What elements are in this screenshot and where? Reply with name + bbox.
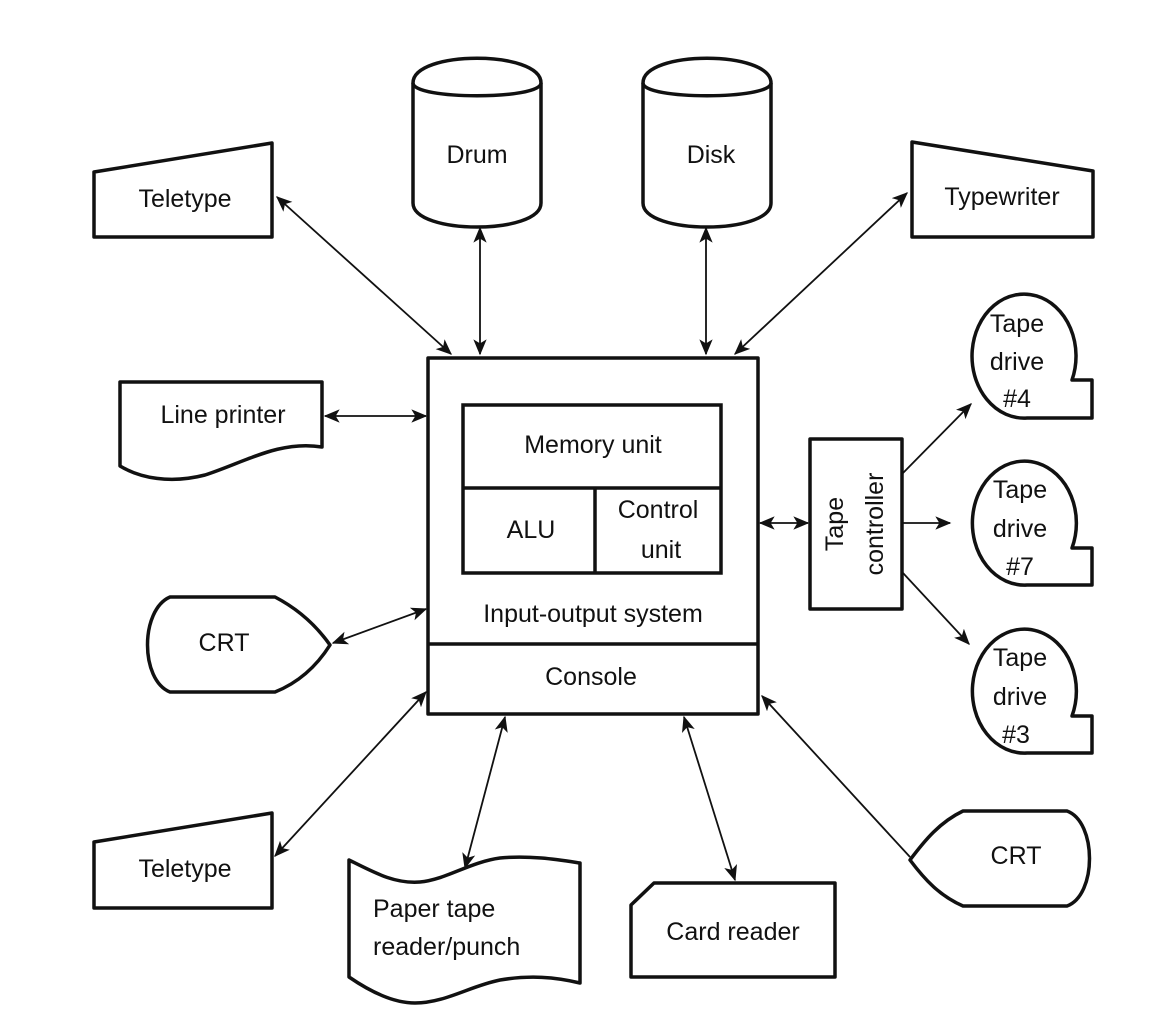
- control-unit-label-2: unit: [641, 536, 681, 564]
- drum-label: Drum: [446, 141, 507, 169]
- line-printer: Line printer: [118, 380, 324, 482]
- link-tape3: [902, 572, 970, 645]
- crt-left-label: CRT: [199, 629, 250, 657]
- teletype-bottom-label: Teletype: [138, 855, 231, 883]
- line-printer-document-icon: [118, 380, 324, 482]
- teletype-bottom: Teletype: [92, 811, 274, 910]
- drum-cylinder-icon: [411, 56, 543, 229]
- typewriter-label: Typewriter: [944, 183, 1059, 211]
- card-reader: Card reader: [629, 881, 837, 979]
- paper-tape-icon: [347, 855, 582, 1005]
- control-unit-label-1: Control: [618, 496, 699, 524]
- drum-storage: Drum: [411, 56, 543, 229]
- tape-drive-7-label-2: drive: [993, 515, 1047, 543]
- link-crt-left: [331, 607, 428, 645]
- teletype-top: Teletype: [92, 141, 274, 239]
- link-teletype-bottom: [274, 691, 427, 857]
- crt-left-display-icon: [145, 595, 332, 694]
- disk-label: Disk: [687, 141, 736, 169]
- link-crt-right: [761, 695, 911, 858]
- tape-controller-label-1: Tape: [821, 497, 849, 551]
- paper-tape-label-1: Paper tape: [373, 895, 495, 923]
- central-system-box: [426, 356, 760, 716]
- tape-controller-label-2: controller: [861, 473, 889, 576]
- tape-drive-4-label-1: Tape: [990, 310, 1044, 338]
- tape-drive-7-label-1: Tape: [993, 476, 1047, 504]
- line-printer-label: Line printer: [160, 401, 285, 429]
- tape-drive-4-reel-icon: [970, 292, 1094, 420]
- paper-tape-label-2: reader/punch: [373, 933, 520, 961]
- paper-tape-reader-punch: Paper tape reader/punch: [347, 855, 582, 1005]
- tape-drive-3: Tape drive #3: [970, 627, 1094, 755]
- alu-label: ALU: [507, 516, 556, 544]
- tape-controller: Tape controller: [808, 437, 904, 611]
- crt-left: CRT: [145, 595, 332, 694]
- tape-drive-4-label-2: drive: [990, 348, 1044, 376]
- tape-drive-3-label-3: #3: [1002, 721, 1030, 749]
- io-system-label: Input-output system: [483, 600, 703, 628]
- link-card-reader: [682, 715, 737, 882]
- typewriter-shape-icon: [910, 140, 1095, 239]
- connectors: [274, 192, 972, 882]
- tape-drive-4-label-3: #4: [1003, 385, 1031, 413]
- typewriter: Typewriter: [910, 140, 1095, 239]
- tape-drive-3-label-1: Tape: [993, 644, 1047, 672]
- console-label: Console: [545, 663, 637, 691]
- link-paper-tape: [462, 715, 508, 870]
- crt-right-label: CRT: [991, 842, 1042, 870]
- link-typewriter: [734, 192, 908, 355]
- tape-drive-7: Tape drive #7: [970, 459, 1094, 587]
- tape-drive-3-reel-icon: [970, 627, 1094, 755]
- disk-cylinder-icon: [641, 56, 773, 229]
- crt-right: CRT: [908, 809, 1092, 908]
- tape-drive-7-reel-icon: [970, 459, 1094, 587]
- card-reader-label: Card reader: [666, 918, 799, 946]
- link-tape4: [902, 403, 972, 474]
- central-system: Memory unit ALU Control unit Input-outpu…: [426, 356, 760, 716]
- tape-drive-3-label-2: drive: [993, 683, 1047, 711]
- memory-unit-label: Memory unit: [524, 431, 662, 459]
- tape-controller-box: [808, 437, 904, 611]
- card-reader-card-icon: [629, 881, 837, 979]
- tape-drive-4: Tape drive #4: [970, 292, 1094, 420]
- disk-storage: Disk: [641, 56, 773, 229]
- teletype-top-label: Teletype: [138, 185, 231, 213]
- crt-right-display-icon: [908, 809, 1092, 908]
- tape-drive-7-label-3: #7: [1006, 553, 1034, 581]
- teletype-top-shape-icon: [92, 141, 274, 239]
- link-teletype-top: [276, 196, 452, 355]
- teletype-bottom-shape-icon: [92, 811, 274, 910]
